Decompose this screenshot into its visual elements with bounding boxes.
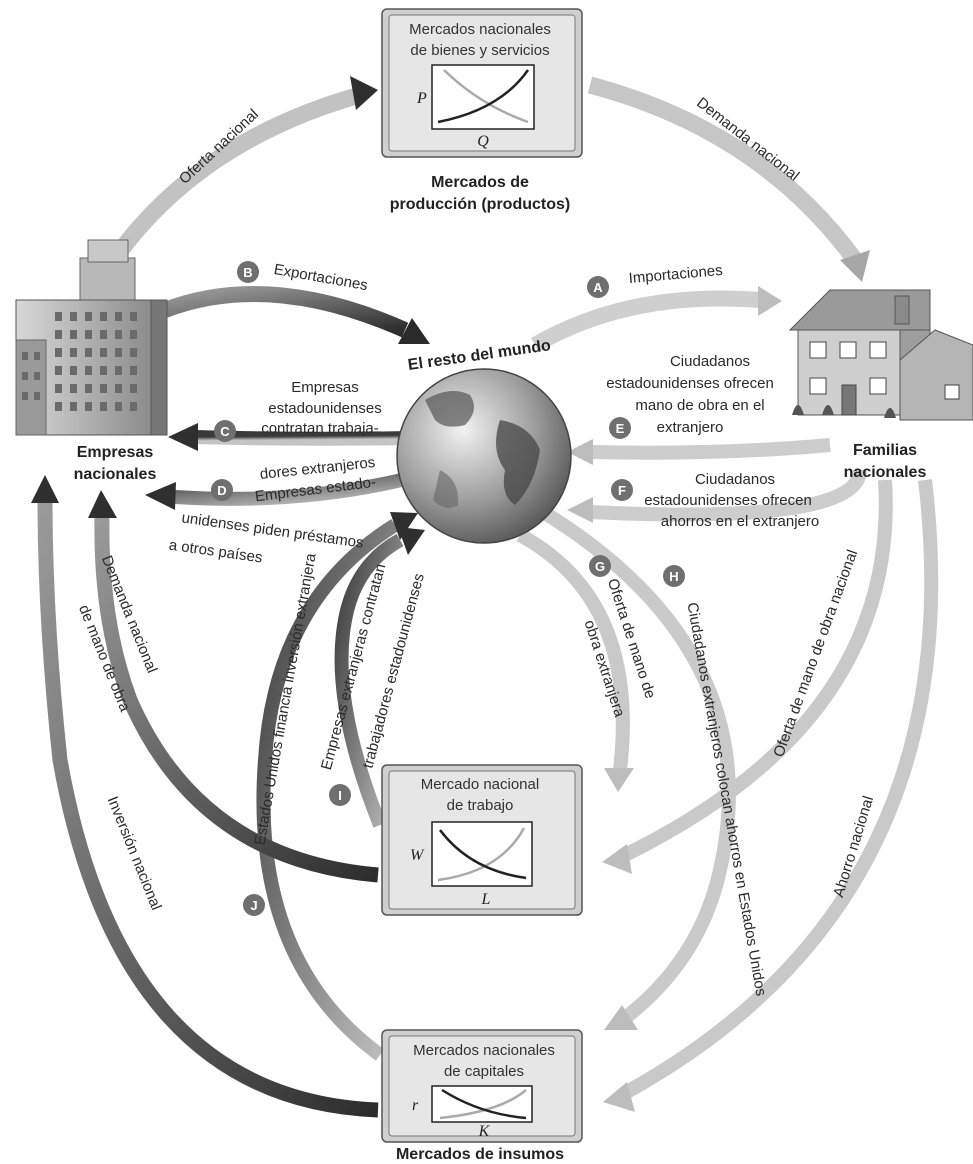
arrow-demanda-nacional: [587, 76, 862, 266]
arrow-j: [256, 519, 399, 1061]
globe-icon: [396, 368, 572, 544]
label-f-2: estadounidenses ofrecen: [644, 492, 812, 509]
arrowhead-labor-supply: [602, 844, 632, 874]
capital-market-title-1: Mercados nacionales: [413, 1042, 555, 1059]
arrow-labor-supply: [621, 479, 893, 862]
label-e-4: extranjero: [657, 419, 724, 436]
arrow-g: [516, 528, 630, 771]
arrowhead-saving: [603, 1082, 635, 1112]
arrow-oferta-nacional: [108, 86, 363, 263]
label-c-2: estadounidenses: [268, 400, 381, 417]
badge-h: [663, 565, 685, 587]
office-building-icon: [15, 239, 168, 436]
capital-market-title-2: de capitales: [444, 1063, 524, 1080]
output-market-caption-1: Mercados de: [431, 174, 529, 191]
arrow-h: [536, 504, 736, 1024]
firms-label-2: nacionales: [74, 466, 157, 483]
arrowhead-j: [390, 512, 418, 540]
house-icon: [788, 289, 973, 421]
capital-market-box: Mercados nacionales de capitales r K: [381, 1029, 583, 1143]
arrowhead-h: [604, 1005, 638, 1030]
label-f-1: Ciudadanos: [695, 471, 775, 488]
badge-h-letter: H: [669, 569, 678, 584]
label-inversion-nacional: Inversión nacional: [104, 794, 165, 912]
badge-i-letter: I: [338, 788, 342, 803]
badge-c: [214, 420, 236, 442]
badge-e-letter: E: [616, 421, 625, 436]
badge-b-letter: B: [243, 265, 252, 280]
badge-g-letter: G: [595, 559, 605, 574]
arrowhead-oferta-nacional: [350, 76, 378, 110]
arrow-labor-demand: [94, 514, 379, 883]
badge-j-letter: J: [250, 898, 257, 913]
arrowhead-g: [604, 768, 634, 792]
badge-j: [243, 894, 265, 916]
arrow-e: [589, 438, 831, 460]
arrow-i: [334, 533, 404, 828]
arrowhead-inversion: [31, 475, 59, 503]
arrowhead-c: [168, 423, 198, 451]
label-e-3: mano de obra en el: [635, 397, 764, 414]
arrow-importaciones: [530, 290, 761, 352]
badge-g: [589, 555, 611, 577]
badge-d: [211, 479, 233, 501]
badge-i: [329, 784, 351, 806]
output-demand-curve: [443, 69, 529, 124]
arrowhead-i: [398, 527, 425, 555]
badge-a: [587, 276, 609, 298]
labor-demand-curve: [439, 829, 527, 880]
capital-supply-curve: [439, 1089, 527, 1120]
output-market-box: Mercados nacionales de bienes y servicio…: [381, 8, 583, 158]
firms-label-1: Empresas: [77, 444, 154, 461]
arrow-exportaciones: [162, 286, 409, 338]
arrow-f: [589, 469, 867, 522]
labor-market-title-1: Mercado nacional: [421, 776, 539, 793]
badge-e: [609, 417, 631, 439]
arrowhead-f: [567, 497, 593, 523]
badge-f: [611, 479, 633, 501]
label-c-1: Empresas: [291, 379, 359, 396]
arrow-saving: [621, 479, 939, 1100]
capital-y-axis-label: r: [412, 1097, 419, 1114]
badge-a-letter: A: [593, 280, 603, 295]
arrow-inversion: [37, 499, 379, 1118]
label-e-2: estadounidenses ofrecen: [606, 375, 774, 392]
label-importaciones: Importaciones: [628, 262, 723, 287]
badge-b: [237, 261, 259, 283]
labor-x-axis-label: L: [481, 891, 491, 908]
label-d-3: a otros países: [168, 537, 264, 567]
badge-d-letter: D: [217, 483, 226, 498]
label-j: Estados Unidos financia inversión extran…: [251, 551, 319, 846]
arrowhead-d: [145, 482, 176, 510]
label-c-3: contratan trabaja-: [261, 420, 379, 437]
output-supply-curve: [437, 69, 530, 124]
label-e-1: Ciudadanos: [670, 353, 750, 370]
arrow-d: [174, 471, 412, 506]
labor-market-title-2: de trabajo: [447, 797, 514, 814]
badge-c-letter: C: [220, 424, 230, 439]
arrowhead-e: [567, 439, 593, 465]
arrowhead-exportaciones: [398, 318, 430, 344]
flow-arrows: [31, 76, 939, 1118]
arrowhead-importaciones: [758, 286, 782, 316]
capital-x-axis-label: K: [478, 1123, 491, 1140]
badge-f-letter: F: [618, 483, 626, 498]
output-y-axis-label: P: [416, 90, 427, 107]
output-x-axis-label: Q: [477, 133, 489, 150]
households-label-1: Familias: [853, 442, 917, 459]
labor-market-box: Mercado nacional de trabajo W L: [381, 764, 583, 916]
labor-supply-curve: [437, 827, 526, 882]
arrowhead-labor-demand: [88, 490, 117, 518]
output-market-title-1: Mercados nacionales: [409, 21, 551, 38]
labor-y-axis-label: W: [410, 847, 425, 864]
label-f-3: ahorros en el extranjero: [661, 513, 819, 530]
capital-demand-curve: [441, 1088, 527, 1120]
households-label-2: nacionales: [844, 464, 927, 481]
input-markets-caption: Mercados de insumos: [396, 1146, 564, 1163]
output-market-title-2: de bienes y servicios: [410, 42, 549, 59]
arrowhead-demanda-nacional: [840, 250, 870, 282]
output-market-caption-2: producción (productos): [390, 196, 570, 213]
